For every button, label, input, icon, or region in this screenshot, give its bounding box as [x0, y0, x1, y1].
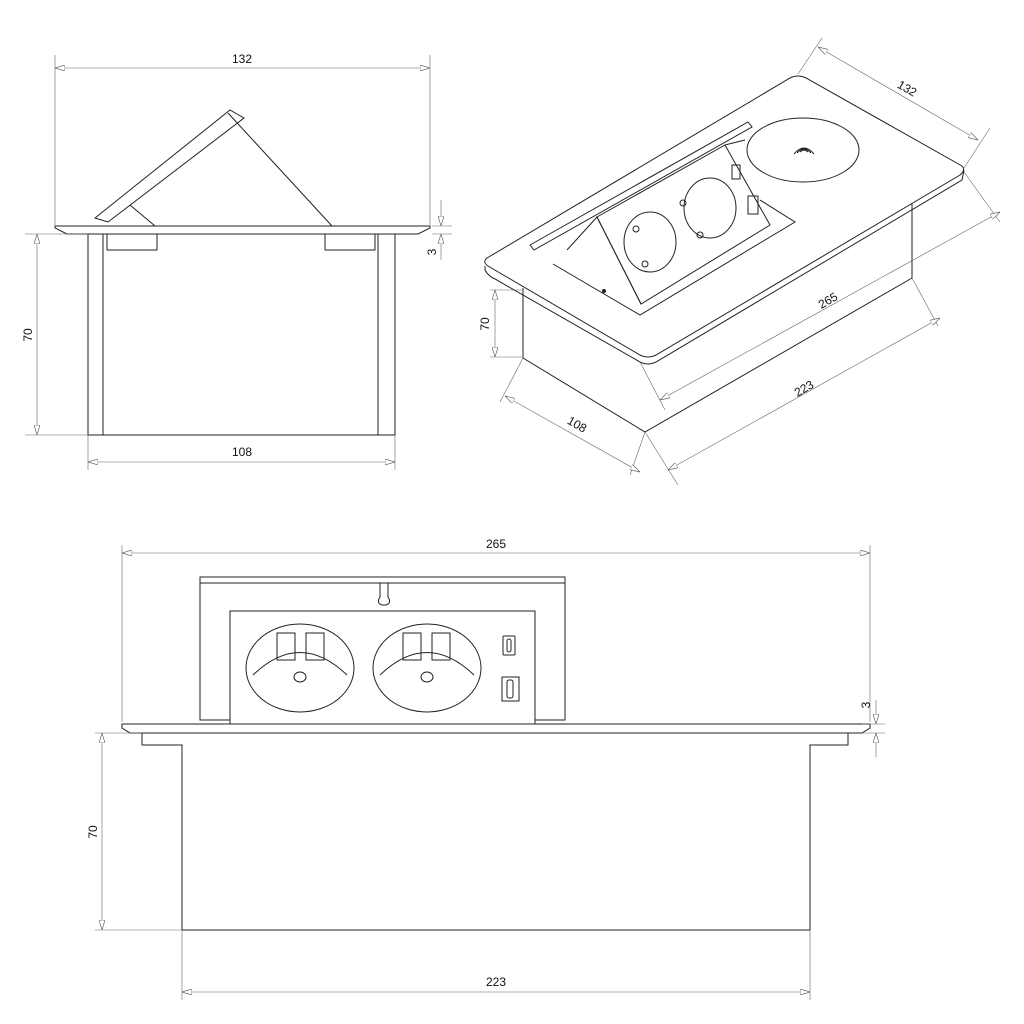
front-dim-label-height: 70: [86, 825, 100, 839]
socket-panel: [229, 610, 536, 725]
body: [141, 733, 849, 931]
front-dim-label-length: 265: [486, 537, 506, 551]
clip-right: [324, 233, 376, 251]
front-dim-label-body-length: 223: [486, 975, 506, 989]
dim-label-width: 132: [232, 52, 252, 66]
body: [87, 234, 396, 436]
iso-dim-label-body-width: 108: [565, 413, 590, 435]
iso-dim-label-height: 70: [478, 317, 492, 331]
iso-dim-label-width: 132: [895, 77, 920, 99]
lid: [93, 109, 245, 223]
socket-1: [623, 211, 677, 273]
usb-c-port: [502, 635, 516, 656]
clip-left: [106, 233, 158, 251]
top-plate: [121, 723, 871, 734]
front-view: 265 3 70 223: [86, 537, 885, 1000]
isometric-view: 132 265 223 108 70: [478, 37, 1000, 486]
side-view: 132 3 70 108: [21, 52, 452, 470]
lid: [529, 121, 753, 251]
dim-label-body-width: 108: [232, 445, 252, 459]
iso-dim-label-body-length: 223: [792, 377, 817, 399]
iso-dim-label-length: 265: [816, 289, 841, 311]
usb-c-port: [731, 164, 741, 180]
socket-1: [245, 623, 355, 713]
top-plate: [54, 225, 431, 235]
socket-2: [683, 177, 737, 239]
wireless-pad: [746, 117, 860, 183]
socket-2: [372, 623, 482, 713]
wireless-charging-icon: [793, 147, 815, 155]
dim-label-thickness: 3: [425, 248, 439, 255]
dim-label-height: 70: [21, 328, 35, 342]
usb-a-port: [501, 676, 520, 702]
lid-support: [129, 112, 333, 227]
front-dim-label-thickness: 3: [859, 701, 873, 708]
